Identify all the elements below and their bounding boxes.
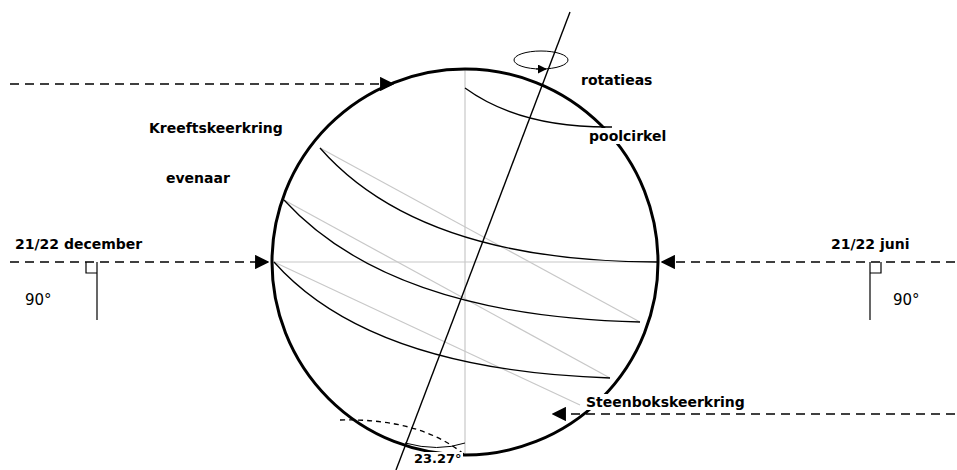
- label: 21/22 juni: [830, 236, 910, 252]
- label: evenaar: [165, 170, 231, 186]
- label: 21/22 december: [14, 236, 143, 252]
- label: Kreeftskeerkring: [148, 120, 284, 136]
- sun-rays: [10, 84, 955, 414]
- angle-arc: [405, 443, 465, 448]
- label: rotatieas: [580, 72, 653, 88]
- rotation-arrow: [536, 69, 546, 70]
- label: 23.27°: [413, 452, 463, 467]
- rotation-axis: [396, 12, 570, 470]
- label: Steenbokskeerkring: [585, 394, 746, 410]
- label: poolcirkel: [588, 128, 667, 144]
- label: 90°: [24, 292, 53, 309]
- right-angle-marks: [86, 262, 881, 320]
- label: 90°: [892, 292, 921, 309]
- rotation-ellipse: [514, 51, 568, 69]
